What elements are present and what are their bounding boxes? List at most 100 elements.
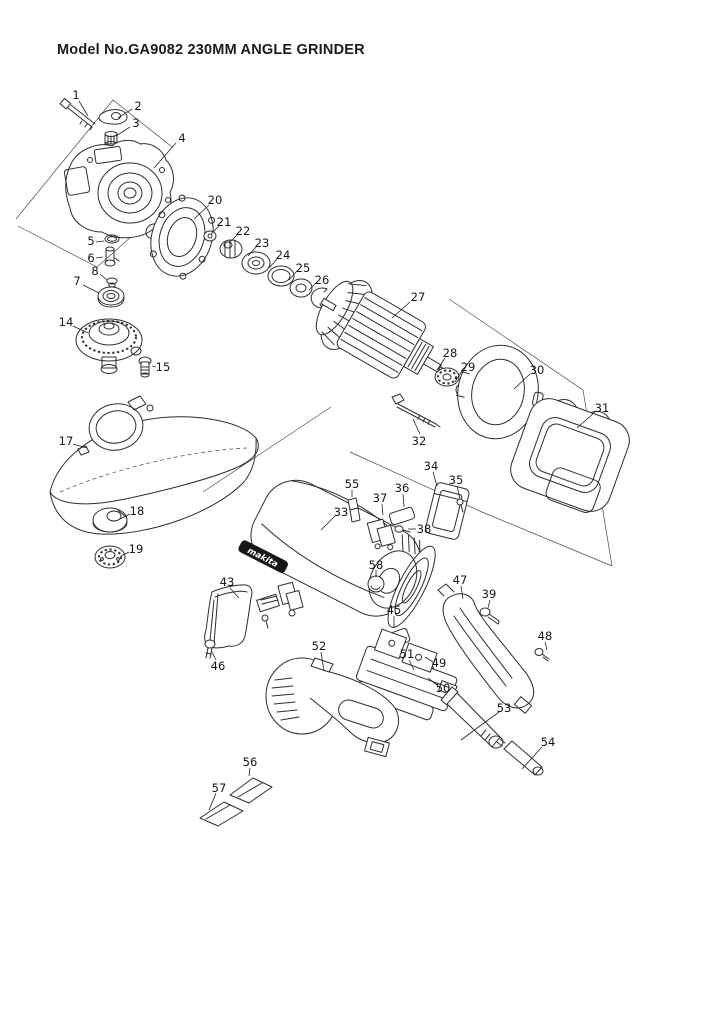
part-56-label-plate — [229, 777, 273, 804]
part-50-leader-line — [427, 677, 438, 686]
part-56-leader-line — [248, 767, 251, 777]
part-32-number: 32 — [412, 434, 427, 448]
part-52-handle-housing — [265, 657, 399, 758]
part-31-number: 31 — [595, 401, 610, 415]
part-53-leader-line — [460, 711, 500, 741]
part-25-leader-line — [288, 270, 298, 281]
part-22-pinion-gear — [219, 239, 243, 259]
part-26-leader-line — [308, 282, 317, 291]
part-2-number: 2 — [134, 99, 141, 113]
part-33-leader-line — [320, 515, 336, 531]
part-7-bearing — [97, 286, 125, 308]
part-15-leader-line — [151, 365, 157, 368]
part-52-number: 52 — [312, 639, 327, 653]
part-58-cap — [367, 575, 385, 593]
part-37-number: 37 — [373, 491, 388, 505]
part-27-number: 27 — [411, 290, 426, 304]
part-15-number: 15 — [156, 360, 171, 374]
part-53-number: 53 — [497, 701, 512, 715]
part-27-armature — [315, 280, 447, 379]
part-20-number: 20 — [208, 193, 223, 207]
part-28-number: 28 — [443, 346, 458, 360]
part-55-number: 55 — [345, 477, 360, 491]
part-35-leader-line — [456, 485, 461, 500]
part-47-handle — [437, 583, 535, 714]
part-46-screw — [204, 639, 216, 659]
part-1-screw — [59, 97, 96, 131]
part-7-leader-line — [82, 284, 100, 294]
part-3-number: 3 — [132, 116, 139, 130]
part-34-brush-holder-cover — [425, 482, 470, 540]
part-17-number: 17 — [59, 434, 74, 448]
part-37-brush-holder — [366, 518, 396, 551]
part-57-label-plate — [199, 801, 244, 827]
part-31-field — [510, 398, 630, 513]
part-19-lock-nut — [94, 545, 126, 569]
part-48-screw — [534, 648, 550, 662]
part-57-number: 57 — [212, 781, 227, 795]
part-22-leader-line — [228, 234, 238, 244]
part-30-bearing-box — [455, 344, 544, 440]
part-53-side-grip — [440, 686, 504, 749]
part-43-number: 43 — [220, 575, 235, 589]
part-33-number: 33 — [334, 505, 349, 519]
part-26-number: 26 — [315, 273, 330, 287]
part-32-screw — [391, 393, 441, 428]
part-19-number: 19 — [129, 542, 144, 556]
part-3-sleeve — [104, 131, 118, 147]
part-21-leader-line — [210, 225, 220, 235]
part-46-number: 46 — [211, 659, 226, 673]
part-23-bearing — [241, 251, 271, 275]
part-24-ring — [267, 265, 295, 287]
part-54-number: 54 — [541, 735, 556, 749]
part-17-wheel-guard — [49, 395, 259, 535]
part-17-leader-line — [72, 443, 88, 449]
part-18-inner-flange — [92, 507, 128, 533]
part-39-screw — [479, 607, 500, 625]
part-5-o-ring — [104, 234, 120, 244]
part-25-number: 25 — [296, 261, 311, 275]
part-45-number: 45 — [387, 603, 402, 617]
part-49-leader-line — [424, 656, 434, 663]
part-25-washer — [289, 278, 313, 298]
part-48-number: 48 — [538, 629, 553, 643]
part-36-carbon-brush — [389, 506, 415, 526]
part-29-number: 29 — [461, 360, 476, 374]
part-47-leader-line — [460, 585, 464, 600]
part-7-number: 7 — [73, 274, 80, 288]
part-49-number: 49 — [432, 656, 447, 670]
part-39-leader-line — [487, 599, 491, 609]
part-37-leader-line — [381, 503, 384, 516]
part-4-gear-housing — [63, 139, 174, 239]
part-24-leader-line — [268, 258, 278, 269]
part-14-leader-line — [72, 325, 89, 334]
part-30-number: 30 — [530, 363, 545, 377]
part-8-cap — [106, 277, 118, 288]
part-38-screw — [394, 525, 411, 533]
page-title: Model No.GA9082 230MM ANGLE GRINDER — [57, 42, 365, 58]
part-6-leader-line — [95, 256, 104, 259]
part-29-leader-line — [454, 370, 463, 383]
part-23-leader-line — [247, 246, 257, 257]
part-18-number: 18 — [130, 504, 145, 518]
part-4-number: 4 — [178, 131, 185, 145]
part-58-number: 58 — [369, 558, 384, 572]
part-2-leader-line — [117, 108, 133, 119]
part-51-number: 51 — [400, 647, 415, 661]
part-54-rod — [496, 738, 544, 776]
part-22-number: 22 — [236, 224, 251, 238]
part-8-leader-line — [99, 273, 108, 281]
part-30-leader-line — [513, 373, 531, 390]
part-21-nut — [203, 230, 217, 242]
part-51-leader-line — [408, 659, 415, 671]
part-36-number: 36 — [395, 481, 410, 495]
part-21-number: 21 — [217, 215, 232, 229]
part-52-leader-line — [320, 651, 325, 672]
part-4-leader-line — [153, 142, 177, 169]
part-14-bevel-gear — [75, 318, 143, 374]
part-34-leader-line — [432, 471, 438, 487]
part-55-strip — [347, 497, 361, 523]
part-35-number: 35 — [449, 473, 464, 487]
